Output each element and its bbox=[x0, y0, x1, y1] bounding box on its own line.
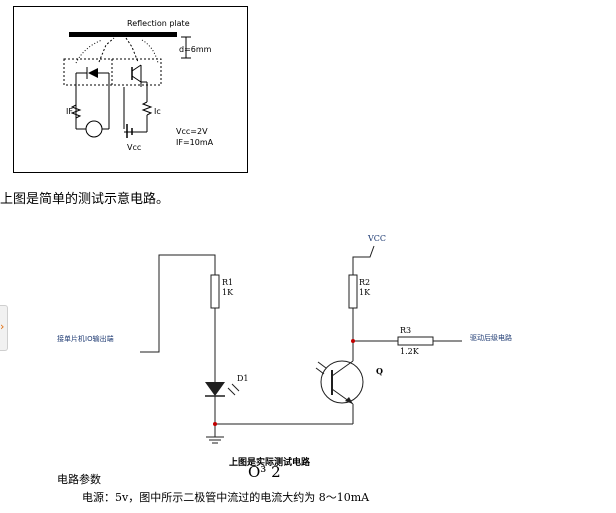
circuit-caption: 上图是实际测试电路 bbox=[229, 458, 311, 468]
reflection-plate bbox=[69, 32, 177, 37]
transistor-q bbox=[320, 360, 364, 404]
node-ground bbox=[213, 422, 217, 426]
r2-name: R2 bbox=[359, 278, 371, 287]
resistor-r3 bbox=[397, 336, 434, 346]
vcc-terminal-label: VCC bbox=[368, 234, 387, 243]
chevron-right-icon: › bbox=[0, 320, 5, 333]
io-output-label: 接单片机IO输出端 bbox=[57, 335, 114, 343]
side-expand-tab[interactable]: › bbox=[0, 305, 8, 351]
params-title: 电路参数 bbox=[57, 473, 101, 486]
sensor-diagram bbox=[63, 32, 191, 138]
d1-label: D1 bbox=[237, 374, 249, 383]
r3-name: R3 bbox=[400, 326, 412, 335]
r2-value: 1K bbox=[359, 288, 371, 297]
caption-top: 上图是简单的测试示意电路。 bbox=[0, 192, 170, 207]
if-value: IF=10mA bbox=[176, 138, 214, 147]
resistor-r2 bbox=[348, 274, 358, 309]
power-text: 电源：5v，图中所示二极管中流过的电流大约为 8～10mA bbox=[82, 491, 370, 504]
q-label: Q bbox=[376, 366, 383, 376]
gap-label: d=6mm bbox=[179, 45, 212, 54]
formula-text: O³ 2 bbox=[248, 463, 281, 481]
led-d1 bbox=[205, 382, 225, 396]
r3-value: 1.2K bbox=[400, 347, 419, 356]
node-collector bbox=[351, 339, 355, 343]
ic-label: Ic bbox=[154, 107, 161, 116]
sensor-test-figure: Reflection plate d=6mm IF Ic Vcc Vcc=2V … bbox=[13, 6, 248, 173]
if-label: IF bbox=[66, 107, 73, 116]
r1-value: 1K bbox=[222, 288, 234, 297]
vcc-label: Vcc bbox=[127, 143, 142, 152]
drive-stage-label: 驱动后级电路 bbox=[470, 334, 512, 342]
vcc-value: Vcc=2V bbox=[176, 127, 208, 136]
resistor-r1 bbox=[210, 274, 220, 309]
reflection-plate-label: Reflection plate bbox=[127, 19, 190, 28]
r1-name: R1 bbox=[222, 278, 234, 287]
